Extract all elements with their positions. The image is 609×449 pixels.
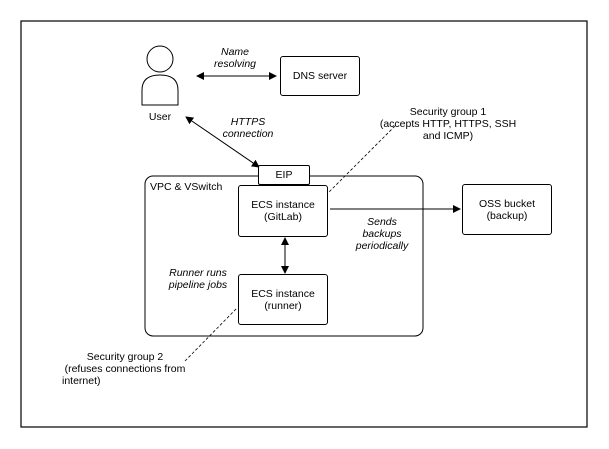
sg1-note-connector: [327, 125, 396, 194]
outer-frame: [20, 20, 588, 428]
https-connection-arrow: [185, 116, 260, 168]
backups-line2: backups: [362, 228, 402, 240]
sg1-note: Security group 1 (accepts HTTP, HTTPS, S…: [378, 106, 518, 142]
sg1-line1: Security group 1: [409, 106, 487, 118]
user-icon: [141, 45, 179, 106]
user-label: User: [148, 111, 172, 123]
https-connection-label: HTTPS connection: [208, 116, 288, 140]
ecs-gitlab-line1: ECS instance: [251, 199, 315, 211]
backups-line1: Sends: [367, 216, 397, 228]
vpc-label: VPC & VSwitch: [150, 181, 223, 193]
ecs-runner-node: ECS instance (runner): [238, 274, 328, 325]
dns-server-label: DNS server: [292, 70, 348, 82]
name-resolving-line2: resolving: [213, 58, 257, 70]
ecs-runner-line1: ECS instance: [251, 287, 315, 300]
backups-label: Sends backups periodically: [342, 216, 422, 252]
sg1-line3: and ICMP): [422, 130, 474, 142]
runner-label: Runner runs pipeline jobs: [158, 267, 238, 291]
ecs-gitlab-line2: (GitLab): [264, 211, 302, 223]
backups-line3: periodically: [355, 240, 409, 252]
eip-node: EIP: [258, 165, 310, 185]
oss-bucket-node: OSS bucket (backup): [462, 184, 552, 235]
eip-label: EIP: [275, 169, 293, 181]
sg2-line1: Security group 2: [86, 351, 164, 363]
sg1-line2: (accepts HTTP, HTTPS, SSH: [379, 118, 517, 130]
sg2-note-connector: [184, 307, 238, 362]
oss-line1: OSS bucket: [478, 197, 536, 210]
name-resolving-line1: Name: [220, 46, 249, 58]
name-resolving-label: Name resolving: [199, 46, 271, 70]
oss-line2: (backup): [486, 209, 528, 222]
sg2-line3: internet): [62, 375, 101, 387]
sg2-note: Security group 2 (refuses connections fr…: [60, 351, 190, 387]
ecs-runner-line2: (runner): [264, 299, 302, 312]
sg2-line2: (refuses connections from: [64, 363, 186, 375]
ecs-gitlab-node: ECS instance (GitLab): [238, 185, 328, 237]
dns-server-node: DNS server: [280, 56, 360, 96]
runner-line1: Runner runs: [169, 267, 227, 279]
https-line2: connection: [222, 128, 274, 140]
runner-line2: pipeline jobs: [168, 279, 228, 291]
https-line1: HTTPS: [230, 116, 266, 128]
